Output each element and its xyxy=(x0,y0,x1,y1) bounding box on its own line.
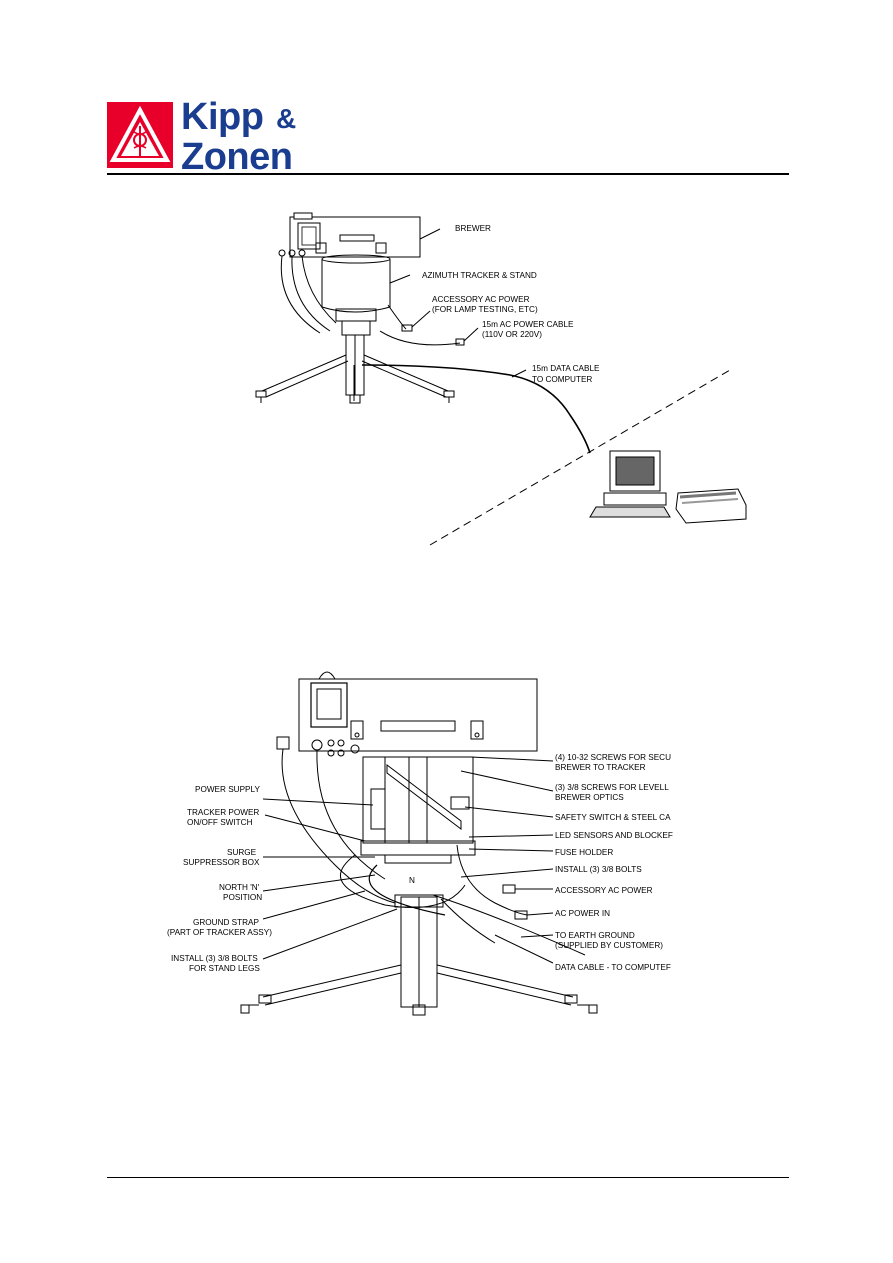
logo-wordmark-kipp: Kipp xyxy=(181,96,264,138)
header-rule xyxy=(107,173,789,175)
label-screws-secure-note: BREWER TO TRACKER xyxy=(555,763,646,772)
label-power-supply: POWER SUPPLY xyxy=(195,785,260,794)
label-data-cable: DATA CABLE - TO COMPUTEF xyxy=(555,963,671,972)
label-ground-strap: GROUND STRAP xyxy=(193,918,259,927)
logo-wordmark-zonen: Zonen xyxy=(181,136,293,178)
logo-wordmark-ampersand: & xyxy=(276,103,297,134)
label-install-legs-note: FOR STAND LEGS xyxy=(189,964,260,973)
label-accessory-power-note: (FOR LAMP TESTING, ETC) xyxy=(432,305,538,314)
label-data-cable-target: TO COMPUTER xyxy=(532,375,592,384)
label-tracker-switch: ON/OFF SWITCH xyxy=(187,818,253,827)
label-north-mark: N xyxy=(409,876,415,885)
label-north-position: POSITION xyxy=(223,893,262,902)
label-azimuth-tracker: AZIMUTH TRACKER & STAND xyxy=(422,271,537,280)
label-screws-secure: (4) 10-32 SCREWS FOR SECU xyxy=(555,753,671,762)
label-power-cable-voltage: (110V OR 220V) xyxy=(482,330,542,339)
label-accessory-power: ACCESSORY AC POWER xyxy=(432,295,530,304)
label-safety-switch: SAFETY SWITCH & STEEL CA xyxy=(555,813,671,822)
label-install-bolts: INSTALL (3) 3/8 BOLTS xyxy=(555,865,642,874)
footer-rule xyxy=(107,1177,789,1178)
label-tracker-power: TRACKER POWER xyxy=(187,808,259,817)
label-led-sensors: LED SENSORS AND BLOCKEF xyxy=(555,831,673,840)
label-surge: SURGE xyxy=(227,848,257,857)
label-earth-ground-note: (SUPPLIED BY CUSTOMER) xyxy=(555,941,663,950)
label-ac-power-in: AC POWER IN xyxy=(555,909,610,918)
figure-brewer-installation-overview: BREWER AZIMUTH TRACKER & STAND ACCESSORY… xyxy=(255,212,747,546)
label-install-legs: INSTALL (3) 3/8 BOLTS xyxy=(171,954,258,963)
label-data-cable: 15m DATA CABLE xyxy=(532,364,600,373)
label-power-cable: 15m AC POWER CABLE xyxy=(482,320,574,329)
label-screws-level: (3) 3/8 SCREWS FOR LEVELL xyxy=(555,783,669,792)
label-screws-level-note: BREWER OPTICS xyxy=(555,793,624,802)
label-ground-strap-note: (PART OF TRACKER ASSY) xyxy=(167,928,272,937)
kipp-zonen-logo-icon xyxy=(107,102,173,168)
label-brewer: BREWER xyxy=(455,224,491,233)
label-north: NORTH 'N' xyxy=(219,883,260,892)
label-fuse-holder: FUSE HOLDER xyxy=(555,848,613,857)
label-accessory-power: ACCESSORY AC POWER xyxy=(555,886,653,895)
label-surge-box: SUPPRESSOR BOX xyxy=(183,858,260,867)
label-earth-ground: TO EARTH GROUND xyxy=(555,931,635,940)
figure-brewer-tracker-detail: N POWER SUPPLY TRACKER POWER ON/OFF SWIT… xyxy=(167,671,673,1016)
